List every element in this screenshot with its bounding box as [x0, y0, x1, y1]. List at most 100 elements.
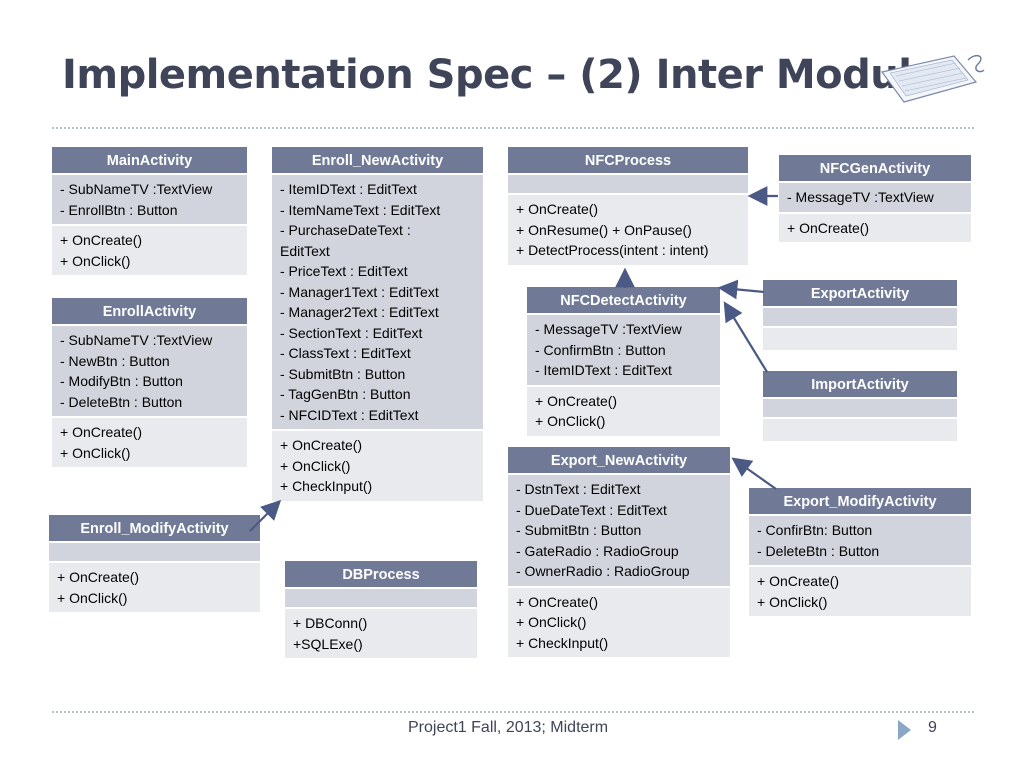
class-methods: + OnCreate() + OnClick() + CheckInput()	[508, 587, 730, 657]
arrow-export-modify-to-export-new	[731, 457, 777, 490]
class-header: NFCGenActivity	[779, 155, 971, 183]
class-nfc-process: NFCProcess + OnCreate() + OnResume() + O…	[508, 147, 748, 265]
page-number: 9	[928, 719, 937, 736]
attribute: - DeleteBtn : Button	[757, 542, 880, 559]
attribute: - ConfirBtn: Button	[757, 522, 873, 538]
class-header: Enroll_ModifyActivity	[49, 515, 260, 543]
method: + OnClick()	[516, 614, 587, 630]
class-header: EnrollActivity	[52, 298, 247, 326]
class-attributes	[285, 589, 477, 609]
attribute: - PurchaseDateText :	[280, 222, 411, 238]
class-attributes	[49, 543, 260, 563]
class-attributes: - ItemIDText : EditText - ItemNameText :…	[272, 175, 483, 431]
arrow-export-to-nfc-detect	[717, 279, 765, 300]
method: + DBConn()	[293, 615, 368, 631]
method: + OnCreate()	[516, 201, 599, 217]
attribute: - Manager2Text : EditText	[280, 304, 439, 320]
attribute: - MessageTV :TextView	[787, 189, 934, 205]
class-export-activity: ExportActivity	[763, 280, 957, 350]
method: +SQLExe()	[293, 635, 363, 652]
class-header: NFCDetectActivity	[527, 287, 720, 315]
arrow-import-to-nfc-detect	[723, 301, 768, 373]
method: + OnClick()	[60, 252, 131, 269]
class-header: Export_ModifyActivity	[749, 488, 971, 516]
class-attributes: - MessageTV :TextView	[779, 183, 971, 214]
method: + OnCreate()	[787, 219, 870, 236]
method: + CheckInput()	[280, 478, 373, 494]
class-attributes: - MessageTV :TextView - ConfirmBtn : But…	[527, 315, 720, 387]
slide-footer: Project1 Fall, 2013; Midterm	[408, 719, 609, 736]
class-attributes	[763, 308, 957, 328]
class-methods: + OnCreate() + OnResume() + OnPause() + …	[508, 195, 748, 265]
class-header: NFCProcess	[508, 147, 748, 175]
class-methods: + OnCreate() + OnClick()	[49, 563, 260, 612]
attribute: - SectionText : EditText	[280, 324, 423, 341]
attribute: - OwnerRadio : RadioGroup	[516, 563, 690, 579]
class-header: Enroll_NewActivity	[272, 147, 483, 175]
footer-divider	[52, 711, 974, 713]
attribute: - DeleteBtn : Button	[60, 393, 183, 410]
slide-title: Implementation Spec – (2) Inter Module	[62, 52, 939, 98]
class-methods	[763, 328, 957, 350]
attribute: - SubNameTV :TextView	[60, 181, 213, 197]
page-arrow-icon	[898, 720, 911, 740]
attribute: - DueDateText : EditText	[516, 501, 667, 518]
class-attributes	[763, 399, 957, 419]
attribute: - SubmitBtn : Button	[280, 365, 406, 382]
class-attributes	[508, 175, 748, 195]
class-methods	[763, 419, 957, 441]
attribute: - ClassText : EditText	[280, 345, 411, 361]
attribute: - MessageTV :TextView	[535, 321, 682, 337]
attribute: - GateRadio : RadioGroup	[516, 542, 679, 559]
attribute: - ConfirmBtn : Button	[535, 341, 666, 358]
class-header: ImportActivity	[763, 371, 957, 399]
class-header: ExportActivity	[763, 280, 957, 308]
class-enroll-modify-activity: Enroll_ModifyActivity + OnCreate() + OnC…	[49, 515, 260, 612]
class-db-process: DBProcess + DBConn() +SQLExe()	[285, 561, 477, 658]
method: + OnClick()	[757, 593, 828, 610]
class-enroll-new-activity: Enroll_NewActivity - ItemIDText : EditTe…	[272, 147, 483, 501]
class-header: MainActivity	[52, 147, 247, 175]
attribute: - PriceText : EditText	[280, 263, 408, 279]
class-attributes: - ConfirBtn: Button - DeleteBtn : Button	[749, 516, 971, 567]
attribute: - ItemNameText : EditText	[280, 201, 441, 218]
attribute: - NewBtn : Button	[60, 352, 170, 369]
method: + OnClick()	[60, 444, 131, 461]
attribute: - ItemIDText : EditText	[280, 181, 417, 197]
method: + OnCreate()	[516, 593, 599, 610]
attribute: - Manager1Text : EditText	[280, 283, 439, 300]
attribute: - NFCIDText : EditText	[280, 406, 419, 423]
class-methods: + DBConn() +SQLExe()	[285, 609, 477, 658]
attribute: - EnrollBtn : Button	[60, 201, 178, 218]
attribute: - DstnText : EditText	[516, 481, 641, 497]
class-enroll-activity: EnrollActivity - SubNameTV :TextView - N…	[52, 298, 247, 467]
attribute: EditText	[280, 242, 330, 259]
method: + OnCreate()	[60, 232, 143, 248]
method: + OnClick()	[280, 457, 351, 474]
method: + OnCreate()	[60, 424, 143, 440]
class-header: Export_NewActivity	[508, 447, 730, 475]
attribute: - ItemIDText : EditText	[535, 362, 672, 378]
method: + OnCreate()	[57, 569, 140, 585]
method: + DetectProcess(intent : intent)	[516, 242, 709, 258]
attribute: - TagGenBtn : Button	[280, 386, 411, 402]
attribute: - SubNameTV :TextView	[60, 332, 213, 348]
class-main-activity: MainActivity - SubNameTV :TextView - Enr…	[52, 147, 247, 275]
class-export-modify-activity: Export_ModifyActivity - ConfirBtn: Butto…	[749, 488, 971, 616]
class-nfc-gen-activity: NFCGenActivity - MessageTV :TextView + O…	[779, 155, 971, 242]
method: + OnResume() + OnPause()	[516, 221, 692, 238]
attribute: - SubmitBtn : Button	[516, 522, 642, 538]
class-import-activity: ImportActivity	[763, 371, 957, 441]
class-methods: + OnCreate() + OnClick()	[52, 418, 247, 467]
class-attributes: - SubNameTV :TextView - EnrollBtn : Butt…	[52, 175, 247, 226]
keyboard-mouse-icon	[880, 54, 985, 103]
attribute: - ModifyBtn : Button	[60, 373, 183, 389]
class-methods: + OnCreate() + OnClick()	[52, 226, 247, 275]
class-attributes: - DstnText : EditText - DueDateText : Ed…	[508, 475, 730, 588]
class-nfc-detect-activity: NFCDetectActivity - MessageTV :TextView …	[527, 287, 720, 436]
class-methods: + OnCreate()	[779, 213, 971, 242]
method: + OnClick()	[57, 589, 128, 606]
class-attributes: - SubNameTV :TextView - NewBtn : Button …	[52, 326, 247, 418]
method: + OnCreate()	[280, 437, 363, 453]
class-methods: + OnCreate() + OnClick() + CheckInput()	[272, 431, 483, 501]
